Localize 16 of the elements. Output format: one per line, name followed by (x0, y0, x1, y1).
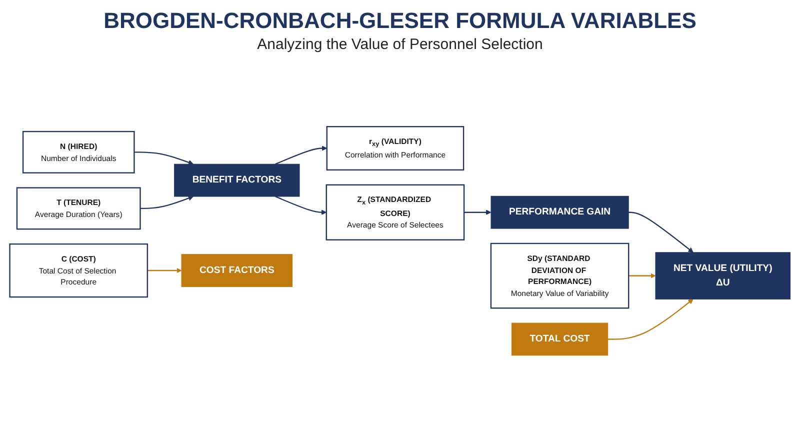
node-box: BENEFIT FACTORS (174, 163, 300, 196)
arrow (134, 151, 194, 164)
arrow (628, 272, 656, 278)
arrow (464, 209, 492, 214)
arrow (608, 298, 694, 340)
arrow (140, 195, 194, 209)
arrow (147, 267, 182, 273)
node-box: COST FACTORS (181, 254, 293, 286)
node-box: TOTAL COST (511, 322, 608, 356)
title: BROGDEN-CRONBACH-GLESER FORMULA VARIABLES (102, 8, 698, 34)
arrow (275, 195, 327, 214)
node-box: NET VALUE (UTILITY) ΔU (655, 252, 790, 299)
arrow (628, 211, 694, 252)
subtitle: Analyzing the Value of Personnel Selection (256, 36, 544, 53)
node-box: PERFORMANCE GAIN (490, 195, 629, 228)
arrow (275, 145, 328, 164)
